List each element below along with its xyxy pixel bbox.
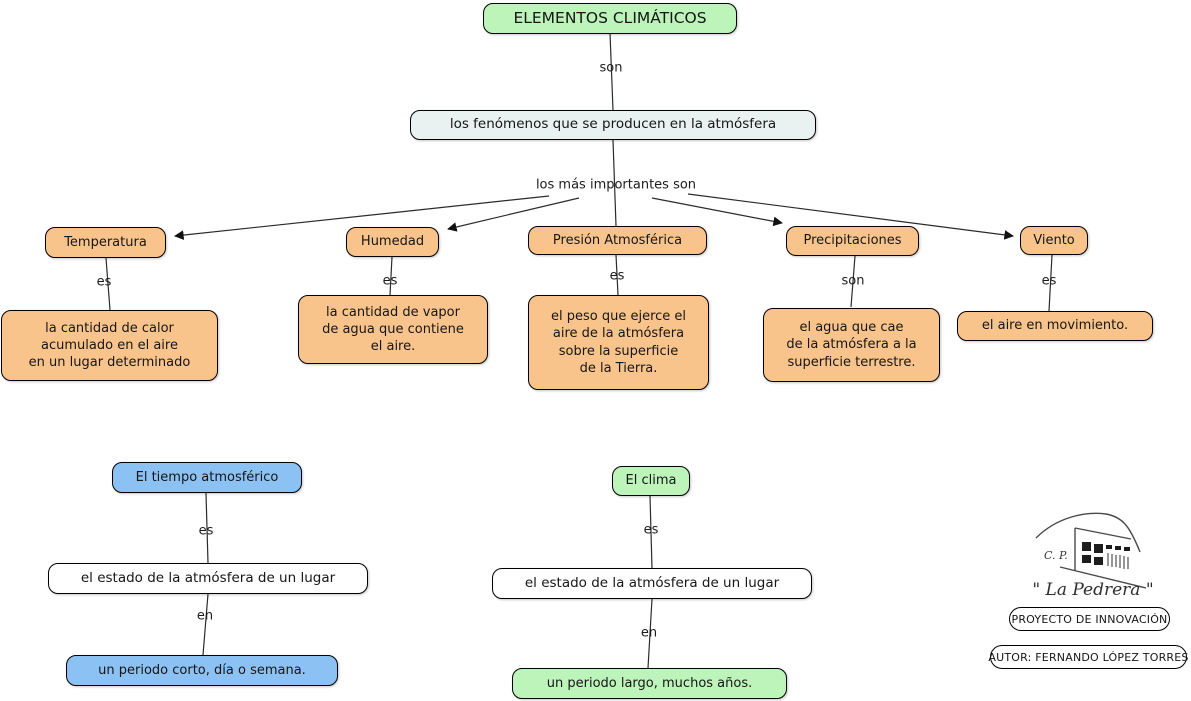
logo-school-name: " La Pedrera " xyxy=(1032,580,1153,600)
definition-presion-atmosferica: el peso que ejerce el aire de la atmósfe… xyxy=(528,295,709,390)
author-label: AUTOR: FERNANDO LÓPEZ TORRES xyxy=(988,645,1188,669)
logo-school-abbr: C. P. xyxy=(1044,549,1068,562)
concept-precipitaciones: Precipitaciones xyxy=(786,226,919,256)
definition-viento: el aire en movimiento. xyxy=(957,311,1153,341)
school-logo: C. P. " La Pedrera " xyxy=(1032,512,1154,600)
link-label-son: son xyxy=(599,60,623,76)
project-label: PROYECTO DE INNOVACIÓN xyxy=(1009,607,1170,631)
link-label-tiempo-en: en xyxy=(196,608,214,624)
link-label-clima-en: en xyxy=(640,625,658,641)
concept-phenomena: los fenómenos que se producen en la atmó… xyxy=(410,110,816,140)
link-label-presion-es: es xyxy=(609,268,625,284)
link-label-viento-es: es xyxy=(1041,273,1057,289)
link-label-clima-es: es xyxy=(643,522,659,538)
concept-humedad: Humedad xyxy=(346,227,439,257)
concept-presion-atmosferica: Presión Atmosférica xyxy=(528,226,707,255)
concept-clima: El clima xyxy=(612,466,690,496)
logo-building-icon xyxy=(1035,512,1147,589)
concept-tiempo-periodo: un periodo corto, día o semana. xyxy=(66,655,338,686)
link-label-precipitaciones-son: son xyxy=(841,273,865,289)
concept-viento: Viento xyxy=(1020,226,1088,255)
concept-tiempo-atmosferico: El tiempo atmosférico xyxy=(112,462,302,493)
definition-precipitaciones: el agua que cae de la atmósfera a la sup… xyxy=(763,308,940,382)
link-label-temperatura-es: es xyxy=(96,274,112,290)
concept-clima-estado: el estado de la atmósfera de un lugar xyxy=(492,568,812,599)
link-label-tiempo-es: es xyxy=(198,523,214,539)
link-label-humedad-es: es xyxy=(382,273,398,289)
definition-temperatura: la cantidad de calor acumulado en el air… xyxy=(1,310,218,381)
link-label-most-important: los más importantes son xyxy=(535,177,697,193)
concept-temperatura: Temperatura xyxy=(45,227,166,258)
definition-humedad: la cantidad de vapor de agua que contien… xyxy=(298,295,488,364)
concept-root: ELEMENTOS CLIMÁTICOS xyxy=(483,3,737,34)
concept-tiempo-estado: el estado de la atmósfera de un lugar xyxy=(48,563,368,594)
concept-clima-periodo: un periodo largo, muchos años. xyxy=(512,668,787,699)
